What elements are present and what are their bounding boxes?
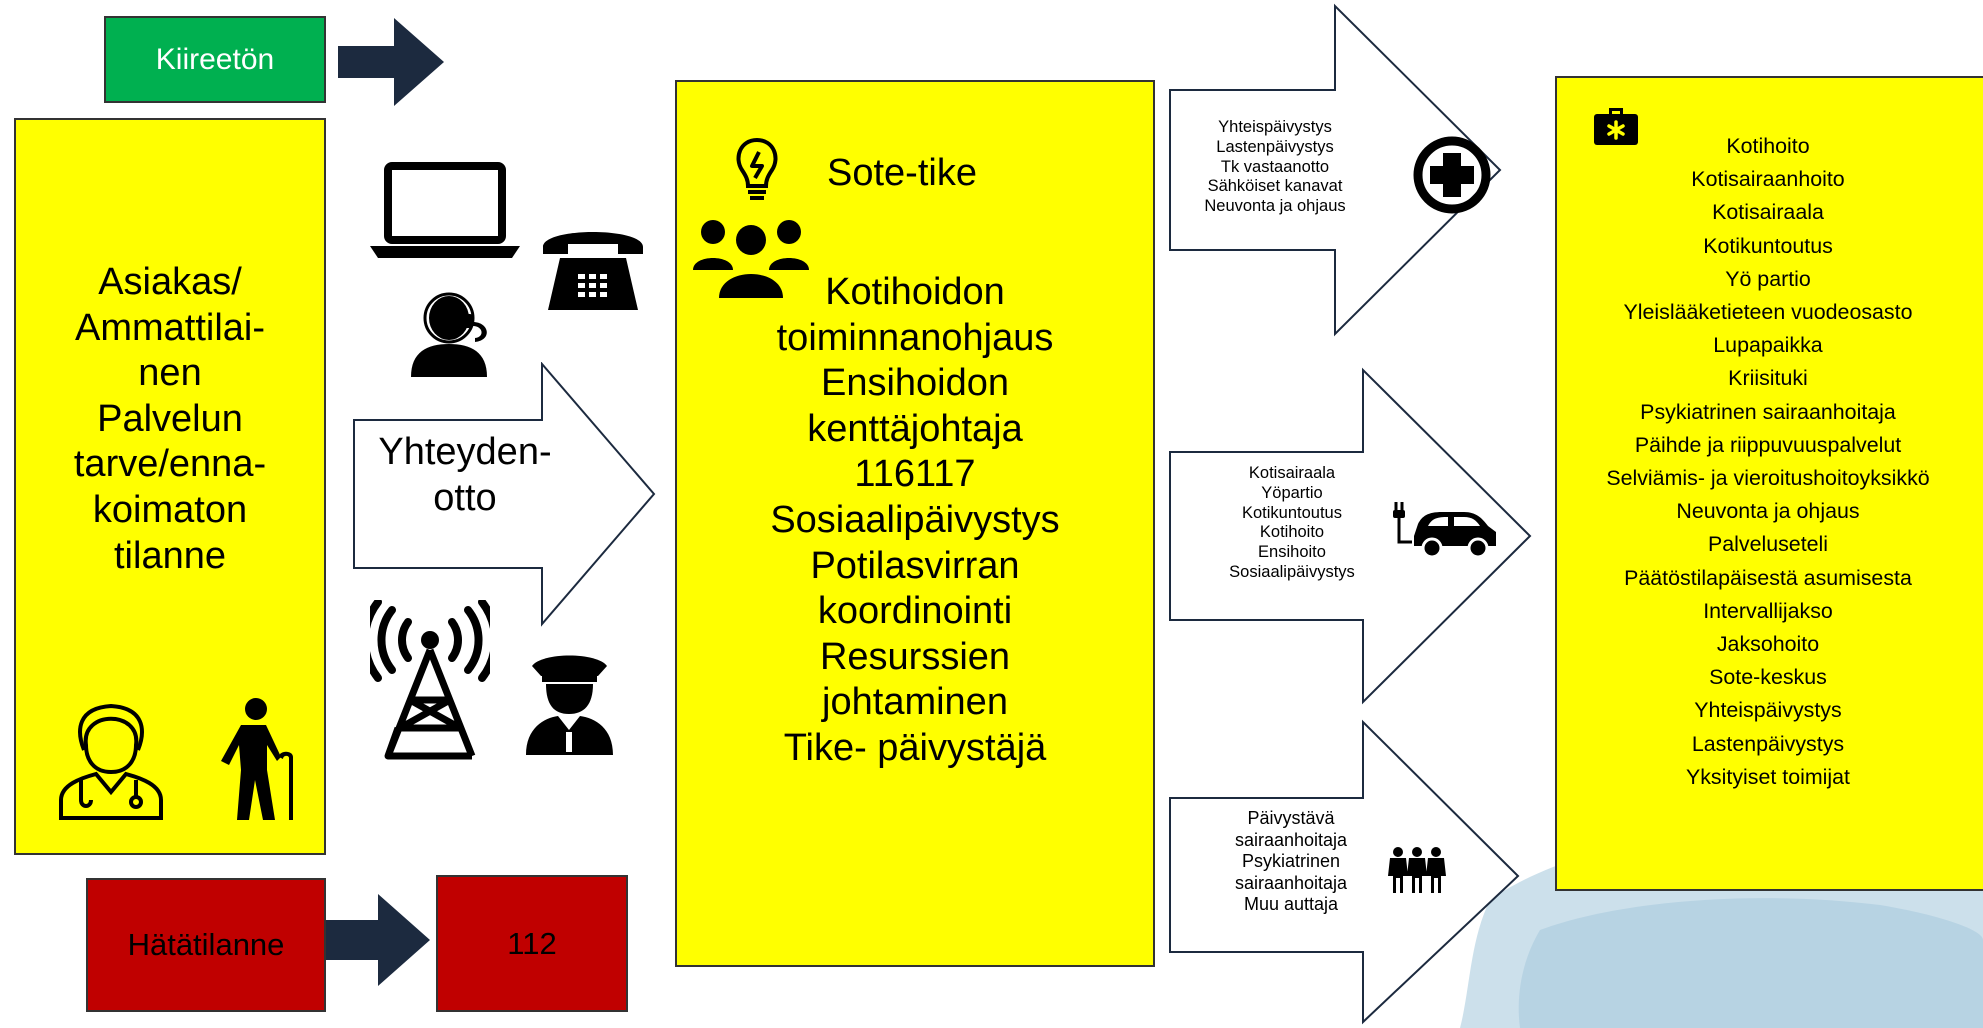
arrow-bottom-line: Muu auttaja [1243, 894, 1339, 915]
yhteydenotto-arrow [353, 362, 656, 627]
navy-arrow-icon [338, 18, 444, 106]
service-item: Kotikuntoutus [1703, 233, 1833, 258]
service-item: Palveluseteli [1707, 532, 1829, 557]
sote-tike-text: Kotihoidon toiminnanohjaus Ensihoidon ke… [677, 270, 1153, 772]
arrow-middle-text: Kotisairaala Yöpartio Kotikuntoutus Koti… [1226, 464, 1358, 583]
police-officer-icon [526, 655, 613, 755]
lightbulb-icon [736, 137, 778, 200]
arrow-top-line: Lastenpäivystys [1216, 137, 1334, 156]
sote-tike-line: kenttäjohtaja [807, 407, 1023, 450]
sote-tike-line: Sosiaalipäivystys [770, 498, 1060, 541]
sote-tike-line: Tike- päivystäjä [783, 726, 1047, 769]
navy-arrow-icon [326, 894, 430, 986]
emergency-112-label: 112 [507, 925, 557, 961]
yhteydenotto-line: Yhteyden- [378, 431, 552, 473]
service-item: Yksityiset toimijat [1685, 764, 1851, 789]
arrow-top-text: Yhteispäivystys Lastenpäivystys Tk vasta… [1182, 118, 1368, 217]
sote-tike-line: Kotihoidon [825, 271, 1005, 313]
arrow-bottom-line: Psykiatrinen [1241, 851, 1341, 872]
three-people-icon [1388, 847, 1446, 893]
car-icon [1393, 502, 1496, 559]
service-item: Yö partio [1725, 266, 1811, 291]
arrow-bottom-line: Päivystävä [1247, 808, 1335, 828]
service-item: Neuvonta ja ohjaus [1676, 499, 1860, 524]
arrow-bottom-line: sairaanhoitaja [1234, 872, 1348, 893]
sote-tike-line: koordinointi [817, 590, 1013, 633]
asiakas-line: tilanne [114, 534, 226, 577]
asiakas-line: tarve/enna- [73, 443, 267, 486]
first-aid-kit-icon [1594, 108, 1638, 145]
service-item: Kriisituki [1728, 366, 1808, 391]
service-item: Kotisairaanhoito [1691, 167, 1845, 192]
arrow-middle [1169, 367, 1532, 705]
sote-tike-line: Ensihoidon [820, 362, 1010, 405]
arrow-middle-line: Kotisairaala [1248, 464, 1336, 482]
services-list: Kotihoito Kotisairaanhoito Kotisairaala … [1547, 130, 1983, 794]
sote-tike-line: Potilasvirran [810, 544, 1020, 587]
arrow-top-line: Neuvonta ja ohjaus [1204, 197, 1346, 216]
kiireeton-box: Kiireetön [104, 16, 326, 103]
emergency-112-box: 112 [436, 875, 628, 1012]
service-item: Lastenpäivystys [1691, 731, 1845, 756]
asiakas-text: Asiakas/ Ammattilai- nen Palvelun tarve/… [16, 260, 324, 579]
arrow-bottom-line: sairaanhoitaja [1234, 829, 1348, 850]
arrow-top [1169, 3, 1502, 337]
service-item: Päihde ja riippuvuuspalvelut [1634, 432, 1902, 457]
hatatilanne-box: Hätätilanne [86, 878, 326, 1012]
laptop-icon [370, 162, 520, 258]
service-item: Selviämis- ja vieroitushoitoyksikkö [1606, 466, 1930, 491]
headset-operator-icon [411, 292, 487, 377]
medical-cross-icon [1413, 136, 1491, 214]
sote-tike-line: johtaminen [822, 681, 1008, 724]
service-item: Kotisairaala [1712, 200, 1824, 225]
radio-tower-icon [370, 600, 490, 760]
asiakas-line: koimaton [92, 488, 248, 531]
sote-tike-line: Resurssien [819, 635, 1011, 678]
arrow-bottom-text: Päivystävä sairaanhoitaja Psykiatrinen s… [1226, 808, 1356, 916]
service-item: Yleislääketieteen vuodeosasto [1623, 300, 1913, 325]
sote-tike-line: toiminnanohjaus [776, 316, 1054, 359]
asiakas-line: Asiakas/ [98, 261, 242, 303]
arrow-top-line: Yhteispäivystys [1218, 118, 1332, 136]
arrow-middle-line: Kotikuntoutus [1242, 503, 1342, 522]
asiakas-line: Ammattilai- [74, 306, 266, 349]
services-box: Kotihoito Kotisairaanhoito Kotisairaala … [1555, 76, 1983, 891]
service-item: Kotihoito [1726, 134, 1810, 158]
nurse-icon [59, 703, 163, 820]
sote-tike-title: Sote-tike [827, 152, 977, 194]
arrow-middle-line: Sosiaalipäivystys [1229, 562, 1355, 581]
sote-tike-box: Sote-tike Kotihoidon toiminnanohjaus Ens… [675, 80, 1155, 967]
service-item: Psykiatrinen sairaanhoitaja [1640, 399, 1896, 424]
elderly-person-icon [221, 698, 293, 820]
service-item: Sote-keskus [1709, 665, 1827, 690]
yhteydenotto-label: Yhteyden- otto [360, 430, 570, 521]
sote-tike-line: 116117 [854, 453, 976, 496]
arrow-middle-line: Yöpartio [1261, 483, 1323, 502]
telephone-icon [543, 232, 643, 310]
service-item: Lupapaikka [1713, 333, 1823, 358]
arrow-middle-line: Ensihoito [1258, 543, 1326, 562]
asiakas-box: Asiakas/ Ammattilai- nen Palvelun tarve/… [14, 118, 326, 855]
asiakas-line: Palvelun [97, 397, 243, 440]
arrow-bottom [1169, 719, 1520, 1025]
service-item: Jaksohoito [1716, 632, 1820, 657]
arrow-top-line: Sähköiset kanavat [1207, 177, 1343, 196]
service-item: Päätöstilapäisestä asumisesta [1624, 565, 1912, 590]
service-item: Intervallijakso [1703, 598, 1833, 623]
yhteydenotto-line: otto [433, 476, 497, 519]
kiireeton-label: Kiireetön [155, 42, 275, 76]
arrow-middle-line: Kotihoito [1259, 523, 1325, 542]
group-icon [693, 220, 809, 298]
arrow-top-line: Tk vastaanotto [1220, 157, 1330, 176]
service-item: Yhteispäivystys [1694, 698, 1842, 723]
hatatilanne-label: Hätätilanne [127, 927, 285, 962]
asiakas-line: nen [138, 352, 202, 395]
